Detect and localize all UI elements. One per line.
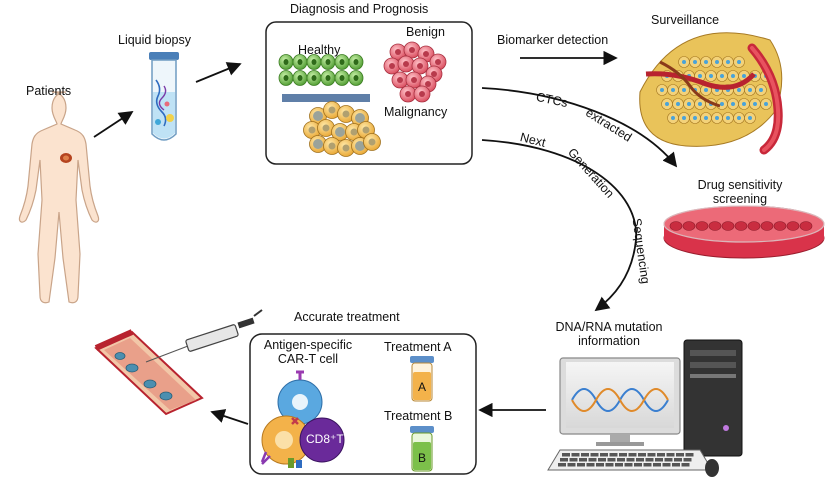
vial-b-icon xyxy=(410,426,434,472)
malignancy-cells-illustration xyxy=(303,101,381,157)
label-treatment-b: Treatment B xyxy=(384,409,453,423)
label-antigen-line2: CAR-T cell xyxy=(277,352,339,366)
label-diagnosis-title: Diagnosis and Prognosis xyxy=(290,2,429,16)
label-drug-sensitivity-line1: Drug sensitivity xyxy=(697,178,783,192)
vial-a-icon xyxy=(410,356,434,402)
tumor-vessel-icon xyxy=(639,32,783,155)
label-drug-sensitivity-line2: screening xyxy=(712,192,768,206)
label-biomarker-detection: Biomarker detection xyxy=(497,33,609,47)
syringe-icon xyxy=(145,309,263,363)
label-dna-rna-line2: information xyxy=(578,334,640,348)
petri-cell xyxy=(669,221,683,231)
petri-cell xyxy=(682,221,696,231)
computer-icon xyxy=(547,339,743,477)
petri-cell xyxy=(721,221,735,231)
benign-cells-illustration xyxy=(383,41,447,103)
label-treatment-a: Treatment A xyxy=(384,340,452,354)
arrow-ctcs-extracted xyxy=(481,87,678,168)
label-dna-rna-line1: DNA/RNA mutation xyxy=(555,320,663,334)
arrow-patient-to-biopsy xyxy=(93,111,134,138)
petri-dish-icon xyxy=(663,205,825,259)
petri-cell xyxy=(747,221,761,231)
label-vial-a: A xyxy=(418,380,427,394)
arrow-biopsy-to-diagnosis xyxy=(195,62,242,83)
label-malignancy: Malignancy xyxy=(384,105,448,119)
petri-cell xyxy=(786,221,800,231)
label-healthy: Healthy xyxy=(298,43,341,57)
label-cd8t: CD8⁺T xyxy=(306,432,344,446)
petri-cell xyxy=(695,221,709,231)
petri-cell xyxy=(773,221,787,231)
test-tube-icon xyxy=(149,52,179,141)
label-drug-sensitivity: Drug sensitivity screening xyxy=(680,178,800,206)
petri-cell xyxy=(708,221,722,231)
label-patients: Patients xyxy=(26,84,72,98)
petri-cell xyxy=(734,221,748,231)
blood-vessel-icon xyxy=(94,329,204,416)
label-vial-b: B xyxy=(418,451,427,465)
human-body-icon xyxy=(18,91,100,304)
label-accurate-treatment: Accurate treatment xyxy=(294,310,400,324)
car-t-cells-illustration xyxy=(260,370,345,468)
label-antigen-line1: Antigen-specific xyxy=(263,338,353,352)
arrow-treatment-to-patient xyxy=(210,409,249,425)
label-liquid-biopsy: Liquid biopsy xyxy=(118,33,191,47)
healthy-cells-illustration xyxy=(278,54,370,102)
arrow-ngs xyxy=(481,139,637,312)
petri-cell xyxy=(760,221,774,231)
label-antigen-specific: Antigen-specific CAR-T cell xyxy=(256,338,360,366)
label-benign: Benign xyxy=(406,25,445,39)
label-dna-rna: DNA/RNA mutation information xyxy=(542,320,676,348)
petri-cell xyxy=(799,221,813,231)
label-surveillance: Surveillance xyxy=(651,13,720,27)
